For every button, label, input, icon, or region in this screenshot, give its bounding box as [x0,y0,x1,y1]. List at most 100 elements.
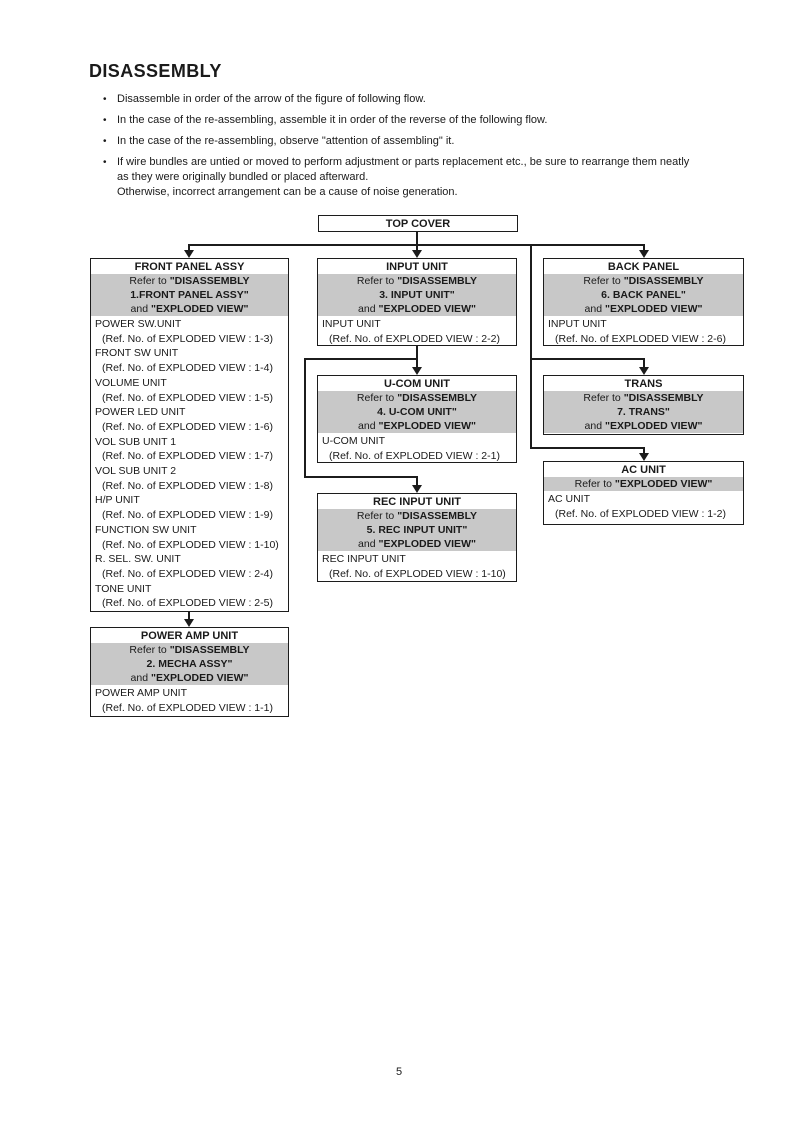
flow-connector-line [188,244,190,252]
refer-normal-text: Refer to [583,392,624,404]
refer-normal-text: Refer to [129,275,170,287]
refer-line: Refer to "DISASSEMBLY [318,274,516,288]
unit-item-ref: (Ref. No. of EXPLODED VIEW : 2-5) [102,597,273,610]
flow-box-items: POWER SW.UNIT (Ref. No. of EXPLODED VIEW … [91,316,288,611]
refer-line: Refer to "DISASSEMBLY [544,391,743,405]
refer-bold-text: 3. INPUT UNIT" [379,289,455,301]
flow-box-title: INPUT UNIT [386,261,448,273]
flow-arrowhead-icon [639,453,649,461]
refer-bold-text: "EXPLODED VIEW" [150,672,249,684]
flow-connector-line [416,476,418,486]
refer-bold-text: 2. MECHA ASSY" [146,658,233,670]
refer-bold-text: 5. REC INPUT UNIT" [366,524,468,536]
refer-line: Refer to "EXPLODED VIEW" [544,477,743,491]
flow-box-ucom-unit: U-COM UNIT Refer to "DISASSEMBLY 4. U-COM… [317,375,517,463]
bullet-icon: • [103,94,107,105]
page-number: 5 [396,1066,403,1078]
unit-item-ref: (Ref. No. of EXPLODED VIEW : 1-7) [102,450,273,463]
refer-normal-text: Refer to [129,644,170,656]
refer-bold-text: 1.FRONT PANEL ASSY" [130,289,249,301]
refer-bold-text: "EXPLODED VIEW" [150,303,249,315]
note-item: •If wire bundles are untied or moved to … [103,155,753,200]
unit-item-name: AC UNIT [548,493,590,505]
flow-connector-line [304,358,418,360]
refer-line: Refer to "DISASSEMBLY [91,274,288,288]
refer-line: and "EXPLODED VIEW" [91,302,288,316]
flow-box-items: POWER AMP UNIT(Ref. No. of EXPLODED VIEW… [91,685,288,715]
unit-item-ref: (Ref. No. of EXPLODED VIEW : 2-1) [329,449,500,462]
refer-normal-text: and [358,303,379,315]
unit-item-ref: (Ref. No. of EXPLODED VIEW : 1-8) [102,479,273,492]
flow-box-title: FRONT PANEL ASSY [134,261,245,273]
unit-item-ref: (Ref. No. of EXPLODED VIEW : 1-3) [102,332,273,345]
refer-bold-text: "EXPLODED VIEW" [604,420,703,432]
note-item: • Disassemble in order of the arrow of th… [103,92,753,107]
refer-line: and "EXPLODED VIEW" [318,302,516,316]
refer-bold-text: "EXPLODED VIEW" [614,478,713,490]
refer-bold-text: "DISASSEMBLY [169,275,250,287]
flow-box-title: POWER AMP UNIT [140,630,239,642]
unit-item-name: POWER AMP UNIT [95,687,187,699]
refer-line: 1.FRONT PANEL ASSY" [91,288,288,302]
refer-bold-text: 4. U-COM UNIT" [377,406,457,418]
refer-bold-text: 6. BACK PANEL" [601,289,686,301]
refer-normal-text: Refer to [574,478,615,490]
unit-item-name: U-COM UNIT [322,435,385,447]
refer-normal-text: and [130,672,151,684]
flow-connector-line [530,244,532,449]
flow-arrowhead-icon [412,250,422,258]
unit-item-name: POWER SW.UNIT [95,318,182,330]
flow-connector-line [304,358,306,478]
refer-normal-text: Refer to [356,510,398,522]
flow-box-refer: Refer to "DISASSEMBLY 4. U-COM UNIT"and "… [318,391,516,433]
refer-normal-text: Refer to [356,392,398,404]
unit-item-ref: (Ref. No. of EXPLODED VIEW : 1-9) [102,509,273,522]
refer-line: 5. REC INPUT UNIT" [318,523,516,537]
flow-connector-line [643,358,645,368]
flow-box-title: AC UNIT [621,464,666,476]
refer-line: 3. INPUT UNIT" [318,288,516,302]
flow-connector-line [643,447,645,455]
unit-item-name: INPUT UNIT [548,318,607,330]
refer-bold-text: "EXPLODED VIEW" [378,420,476,432]
unit-item-ref: (Ref. No. of EXPLODED VIEW : 1-6) [102,420,273,433]
note-text: In the case of the re-assembling, observ… [117,135,455,147]
unit-item-name: TONE UNIT [95,582,152,595]
unit-item-ref: (Ref. No. of EXPLODED VIEW : 2-4) [102,567,273,580]
refer-bold-text: "EXPLODED VIEW" [604,303,703,315]
note-text: Disassemble in order of the arrow of the… [117,93,426,105]
refer-line: Refer to "DISASSEMBLY [91,643,288,657]
flow-arrowhead-icon [412,485,422,493]
bullet-icon: • [103,115,107,126]
refer-bold-text: "EXPLODED VIEW" [378,538,476,550]
flow-connector-line [416,232,418,252]
refer-line: and "EXPLODED VIEW" [318,419,516,433]
unit-item-ref: (Ref. No. of EXPLODED VIEW : 1-10) [102,538,279,551]
unit-item-ref: (Ref. No. of EXPLODED VIEW : 2-2) [329,332,500,345]
flow-box-title: TRANS [624,378,663,390]
flow-box-items: U-COM UNIT (Ref. No. of EXPLODED VIEW : 2… [318,433,516,462]
bullet-icon: • [103,136,107,147]
refer-bold-text: "DISASSEMBLY [169,644,250,656]
unit-item-ref: (Ref. No. of EXPLODED VIEW : 1-5) [102,391,273,404]
note-text: If wire bundles are untied or moved to p… [117,156,690,198]
refer-normal-text: and [584,420,605,432]
refer-normal-text: and [130,303,151,315]
flow-box-items: REC INPUT UNIT(Ref. No. of EXPLODED VIEW… [318,551,516,581]
refer-bold-text: 7. TRANS" [617,406,670,418]
refer-bold-text: "DISASSEMBLY [397,392,478,404]
unit-item-name: VOL SUB UNIT 1 [95,435,177,448]
unit-item-name: H/P UNIT [95,494,140,507]
refer-bold-text: "DISASSEMBLY [397,510,478,522]
